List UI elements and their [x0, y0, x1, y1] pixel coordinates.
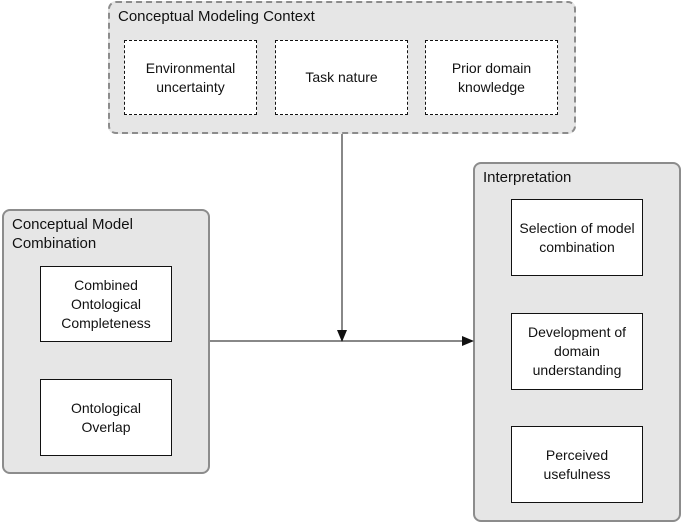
context-title: Conceptual Modeling Context	[118, 8, 315, 25]
ontological-overlap-box: Ontological Overlap	[40, 379, 172, 456]
interpretation-title: Interpretation	[483, 169, 572, 186]
selection-of-model-combination-box: Selection of model combination	[511, 199, 643, 276]
task-nature-box: Task nature	[275, 40, 408, 115]
combined-ontological-completeness-box: Combined Ontological Completeness	[40, 266, 172, 342]
perceived-usefulness-box: Perceived usefulness	[511, 426, 643, 503]
combination-title: Conceptual Model Combination	[12, 216, 133, 252]
development-of-domain-understanding-box: Development of domain understanding	[511, 313, 643, 390]
environmental-uncertainty-box: Environmental uncertainty	[124, 40, 257, 115]
prior-domain-knowledge-box: Prior domain knowledge	[425, 40, 558, 115]
